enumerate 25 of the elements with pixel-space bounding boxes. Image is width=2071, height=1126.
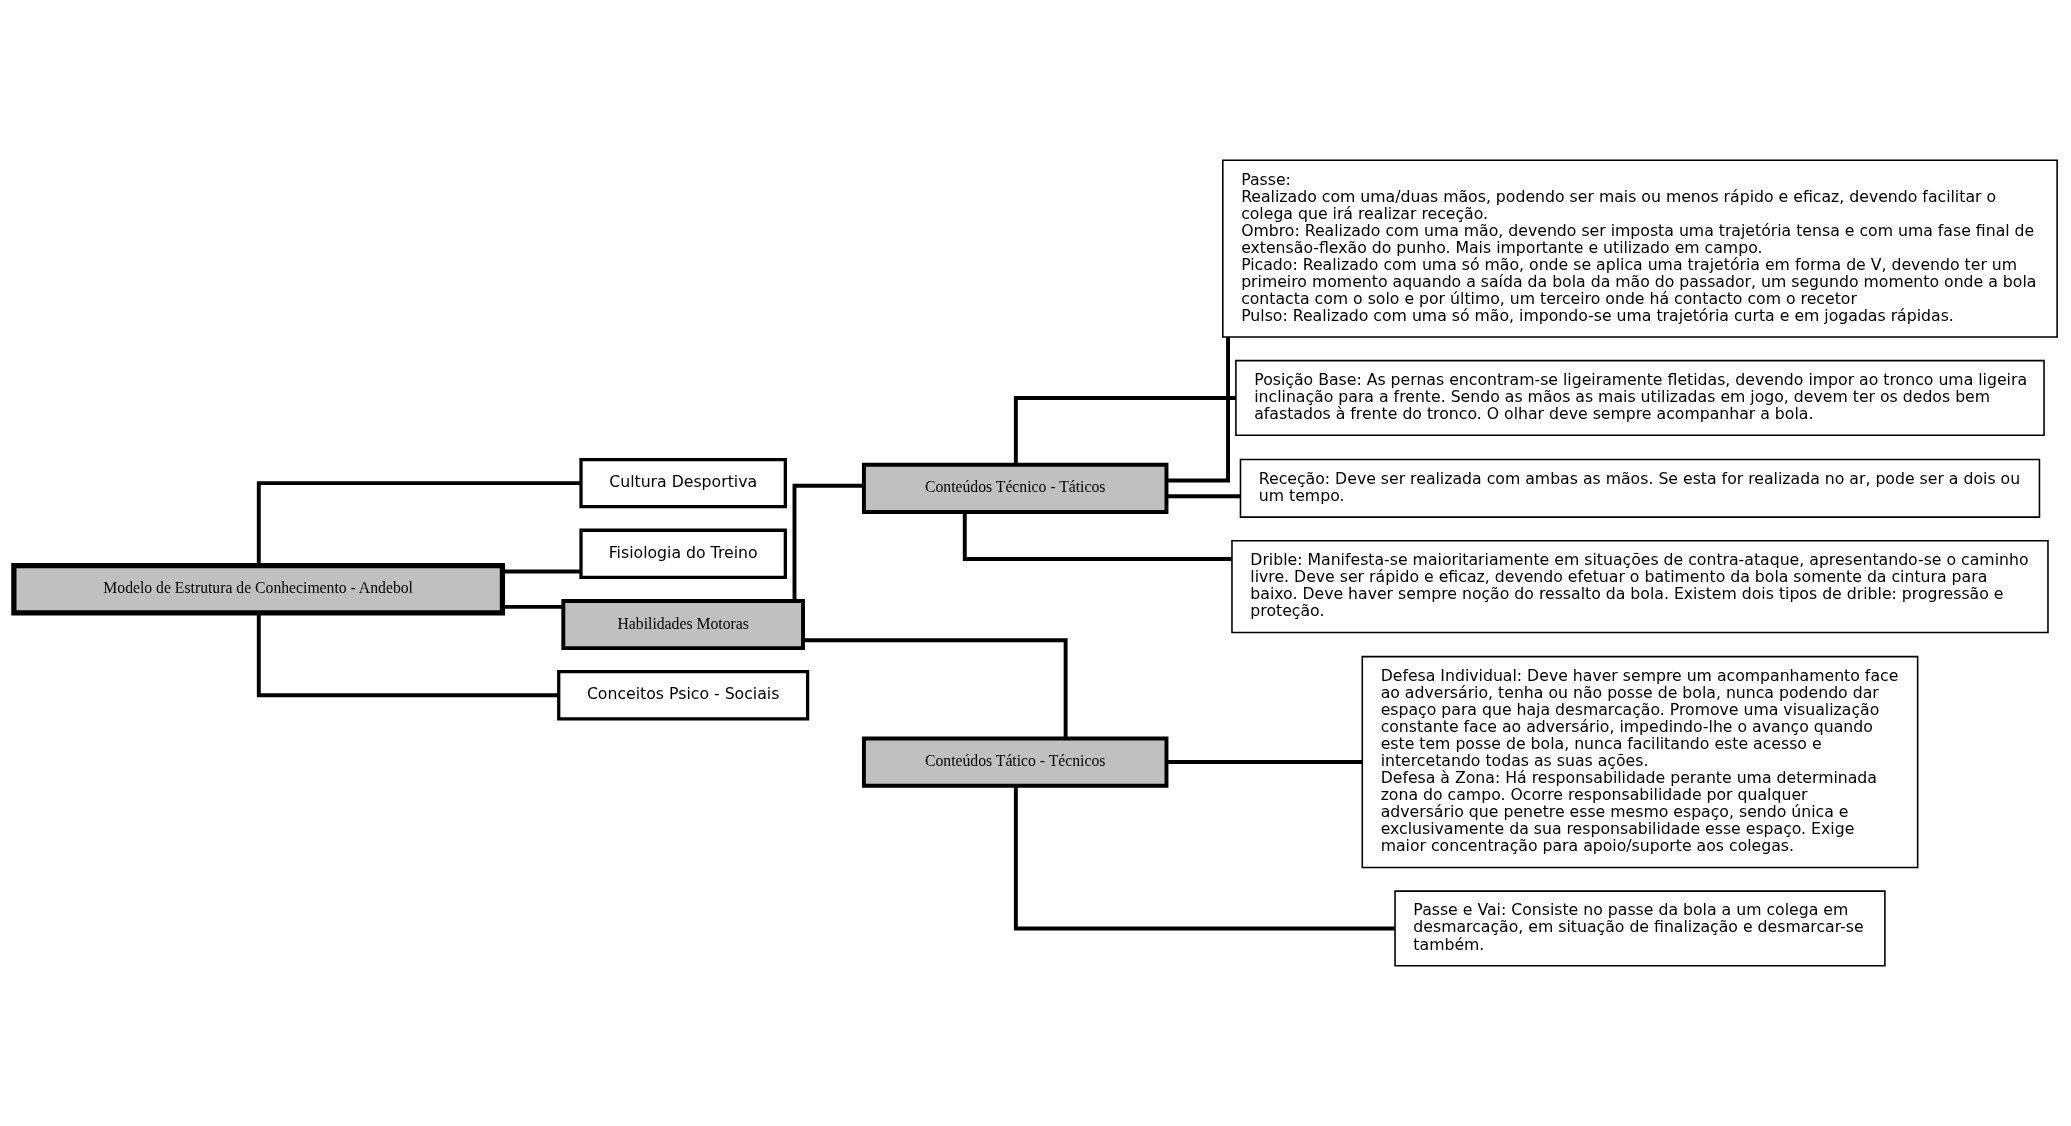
connector: [803, 638, 1068, 739]
node-box: Habilidades Motoras: [561, 599, 805, 651]
connector: [256, 613, 559, 698]
node-box: Passe: Realizado com uma/duas mãos, podendo ser mais ou menos rápido e eficaz, devendo facilitar o colega que irá realizar receção. Ombro: Realizado com uma mão, devendo ser imposta uma trajetória tensa e com uma fase final de extensão-flexão do punho. Mais importante e utilizado em campo. Picado: Realizado com uma só mão, onde se aplica uma trajetória em forma de V, devendo ter um primeiro momento aquando a saída da bola da mão do passador, um segundo momento onde a bola contacta com o solo e por último, um terceiro onde há contacto com o recetor Pulso: Realizado com uma só mão, impondo-se uma trajetória curta e em jogadas rápidas.: [1222, 159, 2058, 338]
connector: [1167, 337, 1230, 483]
node-box: Drible: Manifesta-se maioritariamente em situações de contra-ataque, apresentando-se o caminho livre. Deve ser rápido e eficaz, devendo efetuar o batimento da bola somente da cintura para baixo. Deve haver sempre noção do ressalto da bola. Existem dois tipos de drible: progressão e proteção.: [1231, 539, 2049, 634]
connector: [502, 569, 581, 574]
connector: [1013, 785, 1395, 931]
connector: [792, 483, 864, 601]
node-box: Defesa Individual: Deve haver sempre um acompanhamento face ao adversário, tenha ou não posse de bola, nunca podendo dar espaço para que haja desmarcação. Promove uma visualização constante face ao adversário, impedindo-lhe o avanço quando este tem posse de bola, nunca facilitando este acesso e intercetando todas as suas ações. Defesa à Zona: Há responsabilidade perante uma determinada zona do campo. Ocorre responsabilidade por qualquer adversário que penetre esse mesmo espaço, sendo única e exclusivamente da sua responsabilidade esse espaço. Exige maior concentração para apoio/suporte aos colegas.: [1361, 655, 1919, 869]
connector: [1013, 396, 1236, 465]
connector: [962, 512, 1232, 562]
connector: [502, 604, 563, 609]
node-box: Posição Base: As pernas encontram-se ligeiramente fletidas, devendo impor ao tronco uma ligeira inclinação para a frente. Sendo as mãos as mais utilizadas em jogo, devem ter os dedos bem afastados à frente do tronco. O olhar deve sempre acompanhar a bola.: [1235, 359, 2045, 437]
node-box: Cultura Desportiva: [579, 457, 787, 509]
node-box: Receção: Deve ser realizada com ambas as mãos. Se esta for realizada no ar, pode ser a dois ou um tempo.: [1239, 458, 2041, 518]
connector: [256, 481, 581, 566]
node-box: Conteúdos Técnico - Táticos: [861, 462, 1169, 514]
node-box: Fisiologia do Treino: [579, 528, 787, 580]
node-box: Conteúdos Tático - Técnicos: [861, 736, 1169, 788]
connector: [1166, 760, 1363, 765]
connector: [1166, 494, 1241, 499]
node-box: Passe e Vai: Consiste no passe da bola a um colega em desmarcação, em situação de finalização e desmarcar-se também.: [1394, 890, 1886, 967]
node-box: Conceitos Psico - Sociais: [557, 670, 810, 721]
node-box: Modelo de Estrutura de Conhecimento - Andebol: [11, 563, 506, 616]
